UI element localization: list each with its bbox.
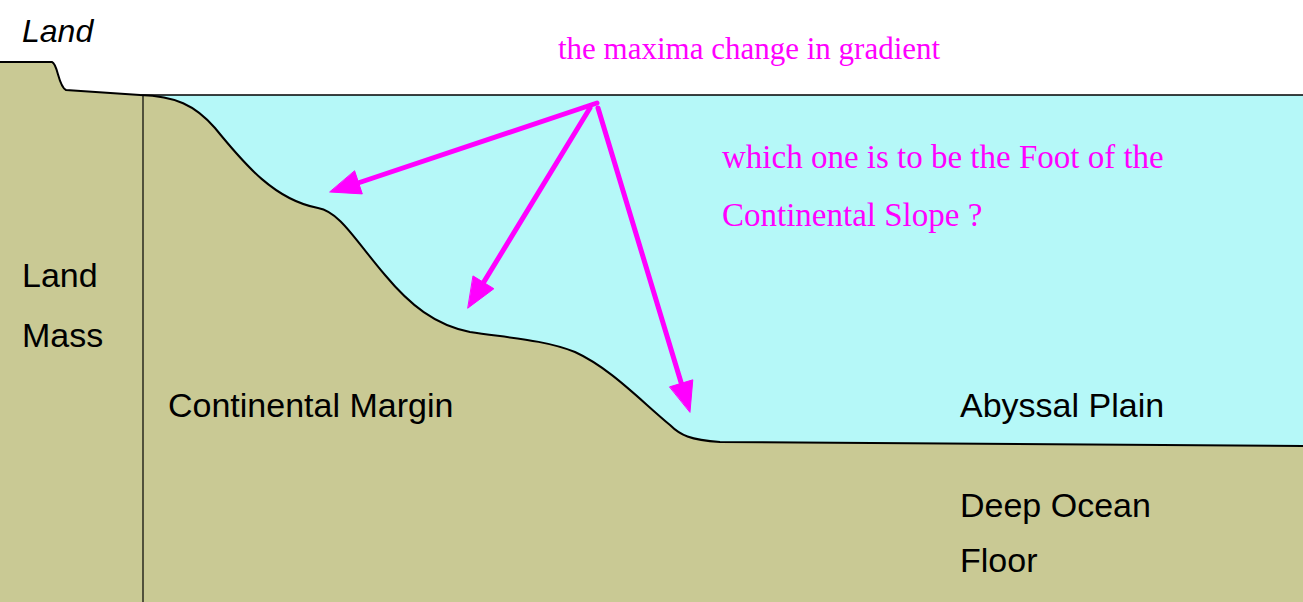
land-label: Land xyxy=(22,12,222,50)
arrow-head xyxy=(670,380,693,412)
seabed-outline xyxy=(0,62,1303,446)
arrow-head xyxy=(468,276,494,308)
region-label: Abyssal Plain xyxy=(960,385,1290,426)
annotation-text: the maxima change in gradient xyxy=(558,30,1258,67)
question-text: which one is to be the Foot of the Conti… xyxy=(722,128,1282,244)
land-boundary xyxy=(142,95,143,602)
region-label: Continental Margin xyxy=(168,385,588,426)
seabed-ground xyxy=(0,62,1303,602)
sea-surface xyxy=(140,94,1303,96)
callout-arrows xyxy=(330,103,693,412)
region-label: Deep Ocean Floor xyxy=(960,478,1200,588)
arrow-shaft xyxy=(598,108,681,383)
region-label: Land Mass xyxy=(22,245,134,365)
arrow-shaft xyxy=(484,108,590,282)
arrow-head xyxy=(330,171,362,194)
arrow-shaft xyxy=(358,103,597,183)
